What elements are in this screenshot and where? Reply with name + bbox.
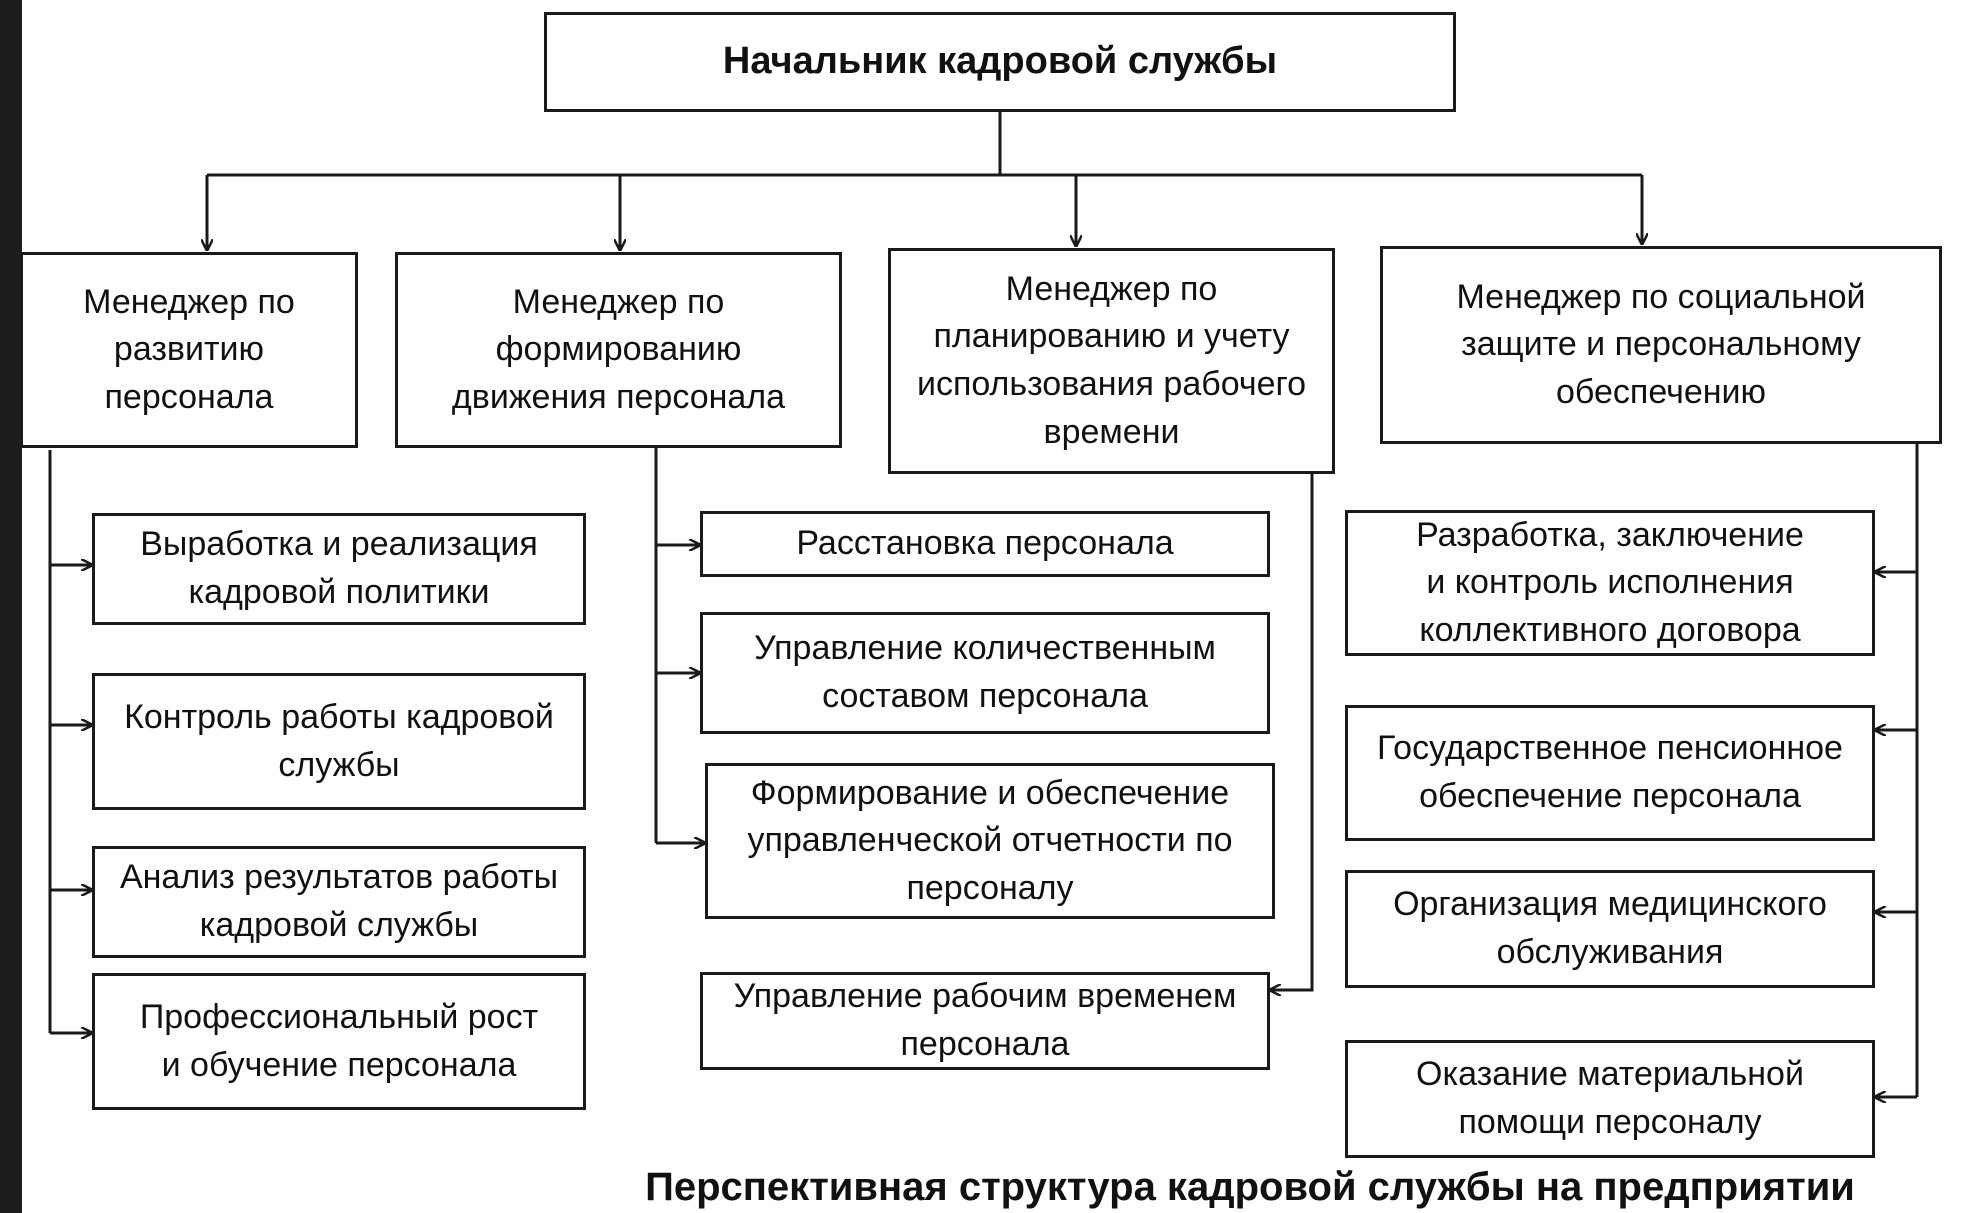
function-node-staff-placement: Расстановка персонала: [700, 511, 1270, 577]
manager-node-personnel-development: Менеджер по развитию персонала: [20, 252, 358, 448]
function-node-medical-service: Организация медицинского обслуживания: [1345, 870, 1875, 988]
manager-node-personnel-movement: Менеджер по формированию движения персон…: [395, 252, 842, 448]
function-node-collective-agreement: Разработка, заключение и контроль исполн…: [1345, 510, 1875, 656]
manager-3-spine: [1270, 474, 1314, 990]
function-node-material-assistance: Оказание материальной помощи персоналу: [1345, 1040, 1875, 1158]
function-node-hr-results-analysis: Анализ результатов работы кадровой служб…: [92, 846, 586, 958]
function-node-professional-growth: Профессиональный рост и обучение персона…: [92, 973, 586, 1110]
function-node-management-reporting: Формирование и обеспечение управленческо…: [705, 763, 1275, 919]
function-node-hr-policy: Выработка и реализация кадровой политики: [92, 513, 586, 625]
function-node-headcount-management: Управление количественным составом персо…: [700, 612, 1270, 734]
function-node-working-time-management: Управление рабочим временем персонала: [700, 972, 1270, 1070]
figure-caption: Перспективная структура кадровой службы …: [645, 1165, 1855, 1209]
root-node-head-of-hr: Начальник кадровой службы: [544, 12, 1456, 112]
manager-node-working-time-planning: Менеджер по планированию и учету использ…: [888, 248, 1335, 474]
manager-node-social-protection: Менеджер по социальной защите и персонал…: [1380, 246, 1942, 444]
scan-edge-shadow: [0, 0, 22, 1213]
function-node-hr-service-control: Контроль работы кадровой службы: [92, 673, 586, 810]
function-node-state-pension: Государственное пенсионное обеспечение п…: [1345, 705, 1875, 841]
